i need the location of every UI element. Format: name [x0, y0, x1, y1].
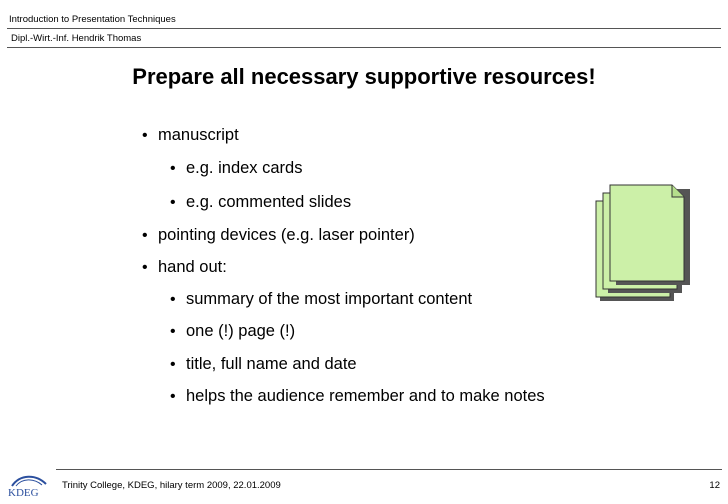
bullet-icon: • [170, 356, 176, 373]
bullet-item: • helps the audience remember and to make… [170, 386, 545, 407]
bullet-item: • one (!) page (!) [170, 321, 295, 342]
bullet-icon: • [170, 388, 176, 405]
kdeg-logo [11, 475, 47, 487]
author-header: Dipl.-Wirt.-Inf. Hendrik Thomas [7, 30, 721, 48]
bullet-item: • e.g. commented slides [170, 192, 351, 213]
bullet-icon: • [170, 160, 176, 177]
course-title: Introduction to Presentation Techniques [9, 14, 176, 25]
bullet-text: e.g. index cards [186, 159, 303, 177]
bullet-icon: • [170, 291, 176, 308]
bullet-icon: • [170, 323, 176, 340]
bullet-text: title, full name and date [186, 355, 357, 373]
bullet-text: summary of the most important content [186, 290, 473, 308]
bullet-item: • pointing devices (e.g. laser pointer) [142, 225, 415, 246]
bullet-item: • hand out: [142, 257, 227, 278]
document-front [609, 184, 690, 285]
bullet-text: manuscript [158, 126, 239, 144]
author-name: Dipl.-Wirt.-Inf. Hendrik Thomas [11, 33, 142, 44]
bullet-icon: • [142, 259, 148, 276]
bullet-item: • summary of the most important content [170, 289, 472, 310]
footer-text: Trinity College, KDEG, hilary term 2009,… [62, 480, 281, 491]
bullet-text: pointing devices (e.g. laser pointer) [158, 226, 415, 244]
document-stack-icon [595, 184, 690, 301]
logo-text: KDEG [8, 487, 39, 499]
bullet-text: one (!) page (!) [186, 322, 296, 340]
footer-divider [56, 469, 722, 470]
course-header: Introduction to Presentation Techniques [7, 11, 721, 29]
bullet-text: e.g. commented slides [186, 193, 352, 211]
bullet-item: • manuscript [142, 125, 239, 146]
bullet-item: • title, full name and date [170, 354, 357, 375]
bullet-icon: • [142, 127, 148, 144]
bullet-text: hand out: [158, 258, 227, 276]
slide-title: Prepare all necessary supportive resourc… [132, 64, 596, 89]
bullet-icon: • [170, 194, 176, 211]
bullet-icon: • [142, 227, 148, 244]
page-number: 12 [709, 480, 720, 491]
bullet-text: helps the audience remember and to make … [186, 387, 545, 405]
bullet-item: • e.g. index cards [170, 158, 302, 179]
